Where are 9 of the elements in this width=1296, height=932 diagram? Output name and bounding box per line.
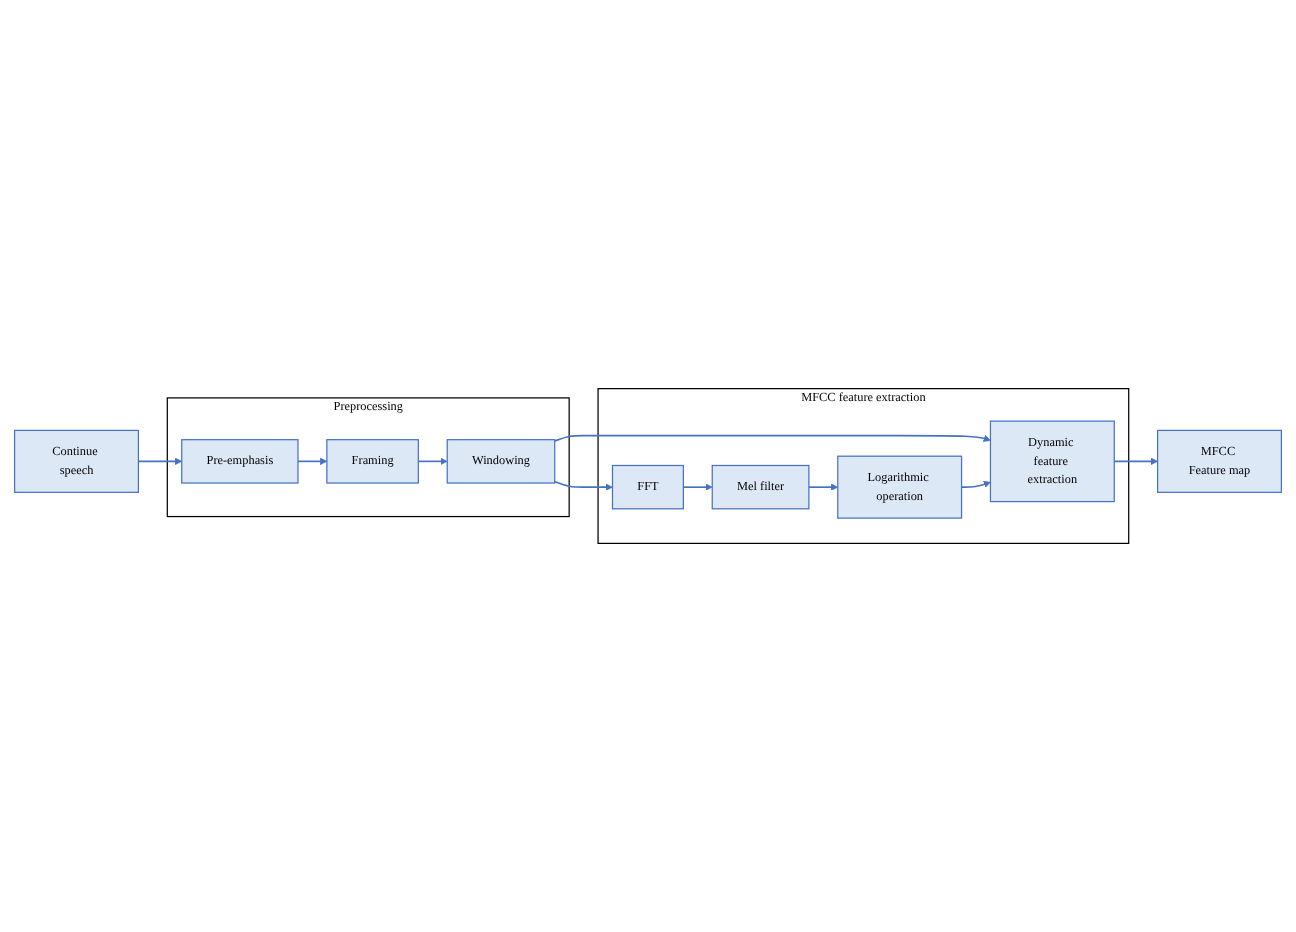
- arrow: [808, 483, 839, 491]
- arrow: [417, 457, 448, 465]
- arrow: [682, 483, 713, 491]
- arrow: [960, 480, 991, 488]
- arrow: [553, 480, 613, 491]
- arrow: [553, 434, 991, 442]
- arrow: [1113, 457, 1158, 465]
- arrow: [137, 457, 183, 465]
- arrow: [297, 457, 328, 465]
